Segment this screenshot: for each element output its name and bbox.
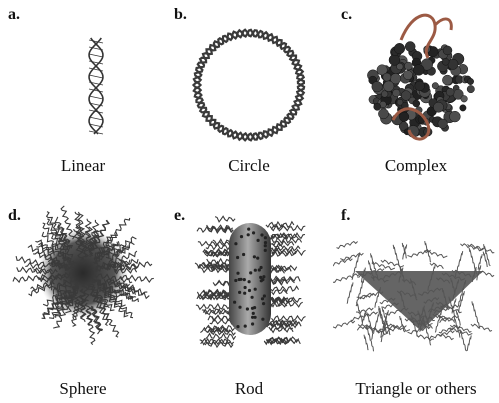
panel-caption: Triangle or others xyxy=(333,379,499,399)
dna-triangle-nanostructure-icon xyxy=(333,201,499,402)
panel-caption: Linear xyxy=(0,156,166,176)
panel-caption: Complex xyxy=(333,156,499,176)
panel-triangle: f. Triangle or others xyxy=(333,201,499,402)
panel-caption: Sphere xyxy=(0,379,166,399)
panel-sphere: d. Sphere xyxy=(0,201,166,402)
panel-caption: Circle xyxy=(166,156,332,176)
dna-rod-nanostructure-icon xyxy=(166,201,332,402)
panel-complex: c. Complex xyxy=(333,0,499,201)
panel-rod: e. Rod xyxy=(166,201,332,402)
dna-sphere-nanostructure-icon xyxy=(0,201,166,402)
panel-caption: Rod xyxy=(166,379,332,399)
panel-circle: b. Circle xyxy=(166,0,332,201)
panel-linear: a. Linear xyxy=(0,0,166,201)
